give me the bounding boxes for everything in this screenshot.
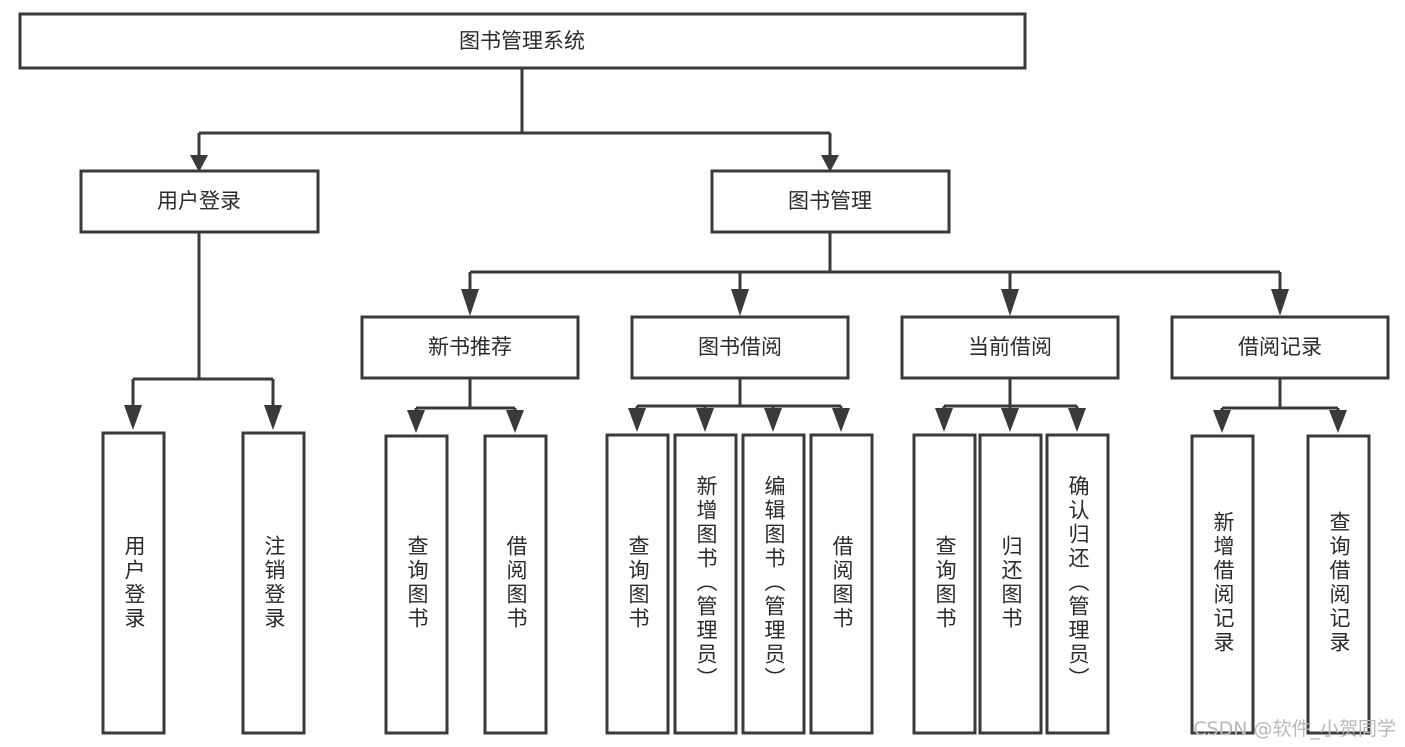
leaf-borrow-book-1[interactable]: 借阅图书: [483, 434, 548, 735]
arrow-head-leaf-return-book: [1001, 408, 1019, 432]
arrow-head-leaf-query-book-3: [935, 408, 953, 432]
node-book-management[interactable]: 图书管理: [710, 169, 951, 234]
arrow-head-leaf-query-book-2: [628, 408, 646, 432]
leaf-query-book-1[interactable]: 查询图书: [384, 434, 449, 735]
leaf-borrow-book-2-label: 借阅图书: [830, 535, 854, 631]
leaf-query-book-2-label: 查询图书: [626, 535, 650, 631]
leaf-borrow-book-1-label: 借阅图书: [504, 535, 528, 631]
node-user-login-box[interactable]: [79, 169, 320, 234]
node-user-login[interactable]: 用户登录: [79, 169, 320, 234]
leaf-confirm-return-box[interactable]: [1045, 433, 1110, 735]
arrow-head-borrow-record: [1271, 289, 1289, 316]
node-current-borrow-label: 当前借阅: [968, 335, 1052, 359]
leaf-confirm-return-label: 确认归还（管理员）: [1066, 475, 1090, 691]
node-book-borrow-box[interactable]: [630, 315, 850, 380]
node-book-management-label: 图书管理: [788, 189, 872, 213]
leaf-user-login-box[interactable]: [101, 431, 166, 735]
arrow-head-leaf-edit-book: [764, 408, 782, 432]
arrow-head-leaf-logout-login: [264, 405, 282, 430]
node-borrow-record-box[interactable]: [1170, 315, 1390, 380]
leaf-add-record-box[interactable]: [1190, 434, 1255, 735]
leaf-query-book-2-box[interactable]: [605, 433, 670, 735]
leaf-borrow-book-2-box[interactable]: [809, 433, 874, 735]
connectors-layer: [124, 68, 1347, 433]
arrow-head-leaf-add-record: [1213, 410, 1231, 433]
arrow-head-new-book-recommend: [461, 289, 479, 316]
arrow-head-book-management: [821, 155, 839, 172]
leaf-logout-login-label: 注销登录: [262, 535, 286, 631]
leaf-query-book-1-box[interactable]: [384, 434, 449, 735]
node-book-management-box[interactable]: [710, 169, 951, 234]
leaf-add-record-label: 新增借阅记录: [1211, 511, 1235, 655]
leaf-edit-book[interactable]: 编辑图书（管理员）: [741, 433, 806, 735]
leaf-logout-login-box[interactable]: [241, 431, 306, 735]
arrow-head-book-borrow: [731, 289, 749, 316]
leaf-logout-login[interactable]: 注销登录: [241, 431, 306, 735]
node-new-book-recommend[interactable]: 新书推荐: [360, 315, 580, 380]
leaf-return-book-box[interactable]: [978, 433, 1043, 735]
leaf-query-book-3-label: 查询图书: [933, 535, 957, 631]
leaf-add-book[interactable]: 新增图书（管理员）: [673, 433, 738, 735]
node-new-book-recommend-box[interactable]: [360, 315, 580, 380]
node-current-borrow[interactable]: 当前借阅: [900, 315, 1120, 380]
arrow-head-leaf-query-record: [1329, 410, 1347, 433]
leaf-add-book-box[interactable]: [673, 433, 738, 735]
leaf-query-book-3-box[interactable]: [912, 433, 977, 735]
node-borrow-record-label: 借阅记录: [1238, 335, 1322, 359]
arrow-head-leaf-borrow-book-1: [506, 410, 524, 433]
leaf-query-record-label: 查询借阅记录: [1327, 511, 1351, 655]
node-current-borrow-box[interactable]: [900, 315, 1120, 380]
node-root[interactable]: 图书管理系统: [18, 12, 1027, 70]
leaf-borrow-book-1-box[interactable]: [483, 434, 548, 735]
arrow-head-leaf-add-book: [696, 408, 714, 432]
leaf-query-book-3[interactable]: 查询图书: [912, 433, 977, 735]
arrow-head-leaf-user-login: [124, 405, 142, 430]
leaf-return-book-label: 归还图书: [999, 535, 1023, 631]
node-root-box[interactable]: [18, 12, 1027, 70]
arrow-head-leaf-confirm-return: [1068, 408, 1086, 432]
leaf-query-book-2[interactable]: 查询图书: [605, 433, 670, 735]
leaf-borrow-book-2[interactable]: 借阅图书: [809, 433, 874, 735]
leaf-confirm-return[interactable]: 确认归还（管理员）: [1045, 433, 1110, 735]
node-user-login-label: 用户登录: [157, 189, 241, 213]
node-root-label: 图书管理系统: [459, 29, 585, 53]
node-new-book-recommend-label: 新书推荐: [428, 335, 512, 359]
leaf-query-record-box[interactable]: [1306, 434, 1371, 735]
leaf-edit-book-label: 编辑图书（管理员）: [762, 475, 786, 691]
arrow-head-user-login: [190, 155, 208, 172]
arrow-head-current-borrow: [1001, 289, 1019, 316]
node-borrow-record[interactable]: 借阅记录: [1170, 315, 1390, 380]
arrow-head-leaf-query-book-1: [407, 410, 425, 433]
node-book-borrow[interactable]: 图书借阅: [630, 315, 850, 380]
leaf-query-book-1-label: 查询图书: [405, 535, 429, 631]
leaf-user-login-label: 用户登录: [122, 535, 146, 631]
leaf-user-login[interactable]: 用户登录: [101, 431, 166, 735]
leaf-query-record[interactable]: 查询借阅记录: [1306, 434, 1371, 735]
arrow-head-leaf-borrow-book-2: [832, 408, 850, 432]
leaf-add-record[interactable]: 新增借阅记录: [1190, 434, 1255, 735]
leaf-edit-book-box[interactable]: [741, 433, 806, 735]
leaf-return-book[interactable]: 归还图书: [978, 433, 1043, 735]
node-book-borrow-label: 图书借阅: [698, 335, 782, 359]
watermark-label: CSDN @软件_小贺同学: [1193, 718, 1396, 740]
leaf-add-book-label: 新增图书（管理员）: [694, 475, 718, 691]
